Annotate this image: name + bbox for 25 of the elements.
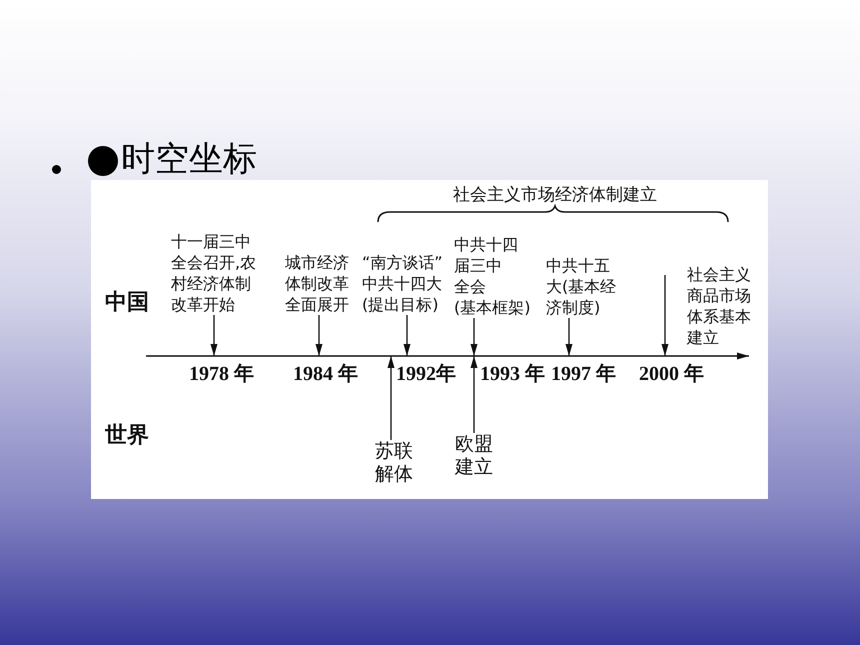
event-text: 中共十四届三中全会(基本框架) [454,234,530,318]
row-label: 中国 [105,290,149,316]
arrow [566,318,572,356]
event-text: 社会主义商品市场体系基本建立 [687,264,751,348]
event-text: 苏联解体 [375,440,413,486]
year-label: 1993 年 [480,363,545,385]
bracket-label: 社会主义市场经济体制建立 [453,184,657,206]
year-label: 1997 年 [551,363,616,385]
arrow [316,315,322,356]
year-label: 1984 年 [293,363,358,385]
event-text: “南方谈话”中共十四大(提出目标) [362,252,443,315]
row-label: 世界 [105,423,149,449]
arrow [388,356,394,440]
arrow [210,315,218,356]
event-text: 十一届三中全会召开,农村经济体制改革开始 [171,231,256,315]
year-label: 1992年 [396,363,456,385]
year-label: 1978 年 [189,363,254,385]
year-label: 2000 年 [639,363,704,385]
event-text: 欧盟建立 [455,433,493,479]
arrow [470,318,478,356]
event-text: 城市经济体制改革全面展开 [285,252,349,315]
arrow [404,315,410,356]
arrow [470,356,478,433]
slide-title: 时空坐标 [121,140,257,178]
event-text: 中共十五大(基本经济制度) [546,255,616,318]
